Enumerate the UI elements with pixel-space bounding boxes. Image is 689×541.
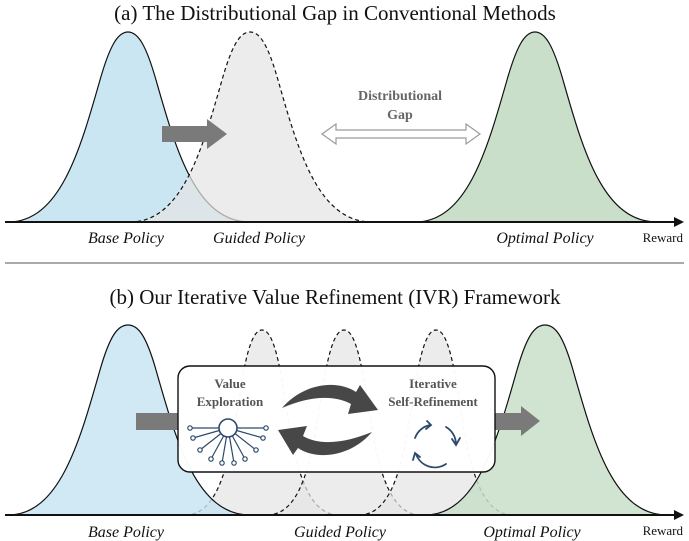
panel-a-guided-label: Guided Policy [213,230,306,247]
value-exploration-line2: Exploration [197,394,264,409]
panel-b-guided-label: Guided Policy [294,524,387,541]
panel-a-optimal-label: Optimal Policy [496,230,594,247]
framework-box [177,365,496,473]
panel-b-title: (b) Our Iterative Value Refinement (IVR)… [110,285,561,309]
self-refinement-line2: Self-Refinement [388,394,478,409]
panel-a-base-label: Base Policy [88,230,165,247]
panel-b-axis-label: Reward [643,523,684,538]
refresh-cycle-icon [412,420,461,469]
self-refinement-line1: Iterative [409,376,457,391]
panel-a-shift-arrow [162,119,227,149]
panel-a-optimal-curve [414,31,658,223]
panel-a: (a) The Distributional Gap in Convention… [5,1,684,247]
tree-search-icon [187,418,269,466]
panel-a-title: (a) The Distributional Gap in Convention… [114,1,556,25]
panel-a-axis-label: Reward [643,230,684,245]
panel-b-exit-arrow [495,406,540,436]
panel-b: (b) Our Iterative Value Refinement (IVR)… [5,285,684,541]
cycle-arrow-forward-icon [282,384,378,414]
gap-label-line1: Distributional [358,89,442,104]
panel-a-guided-curve [129,31,373,223]
panel-b-base-label: Base Policy [88,524,165,541]
value-exploration-line1: Value [214,376,246,391]
cycle-arrow-backward-icon [278,426,372,456]
panel-b-entry-arrow [136,413,178,430]
panel-a-gap-double-arrow [320,122,482,146]
gap-label-line2: Gap [387,108,413,123]
panel-b-optimal-label: Optimal Policy [483,524,581,541]
